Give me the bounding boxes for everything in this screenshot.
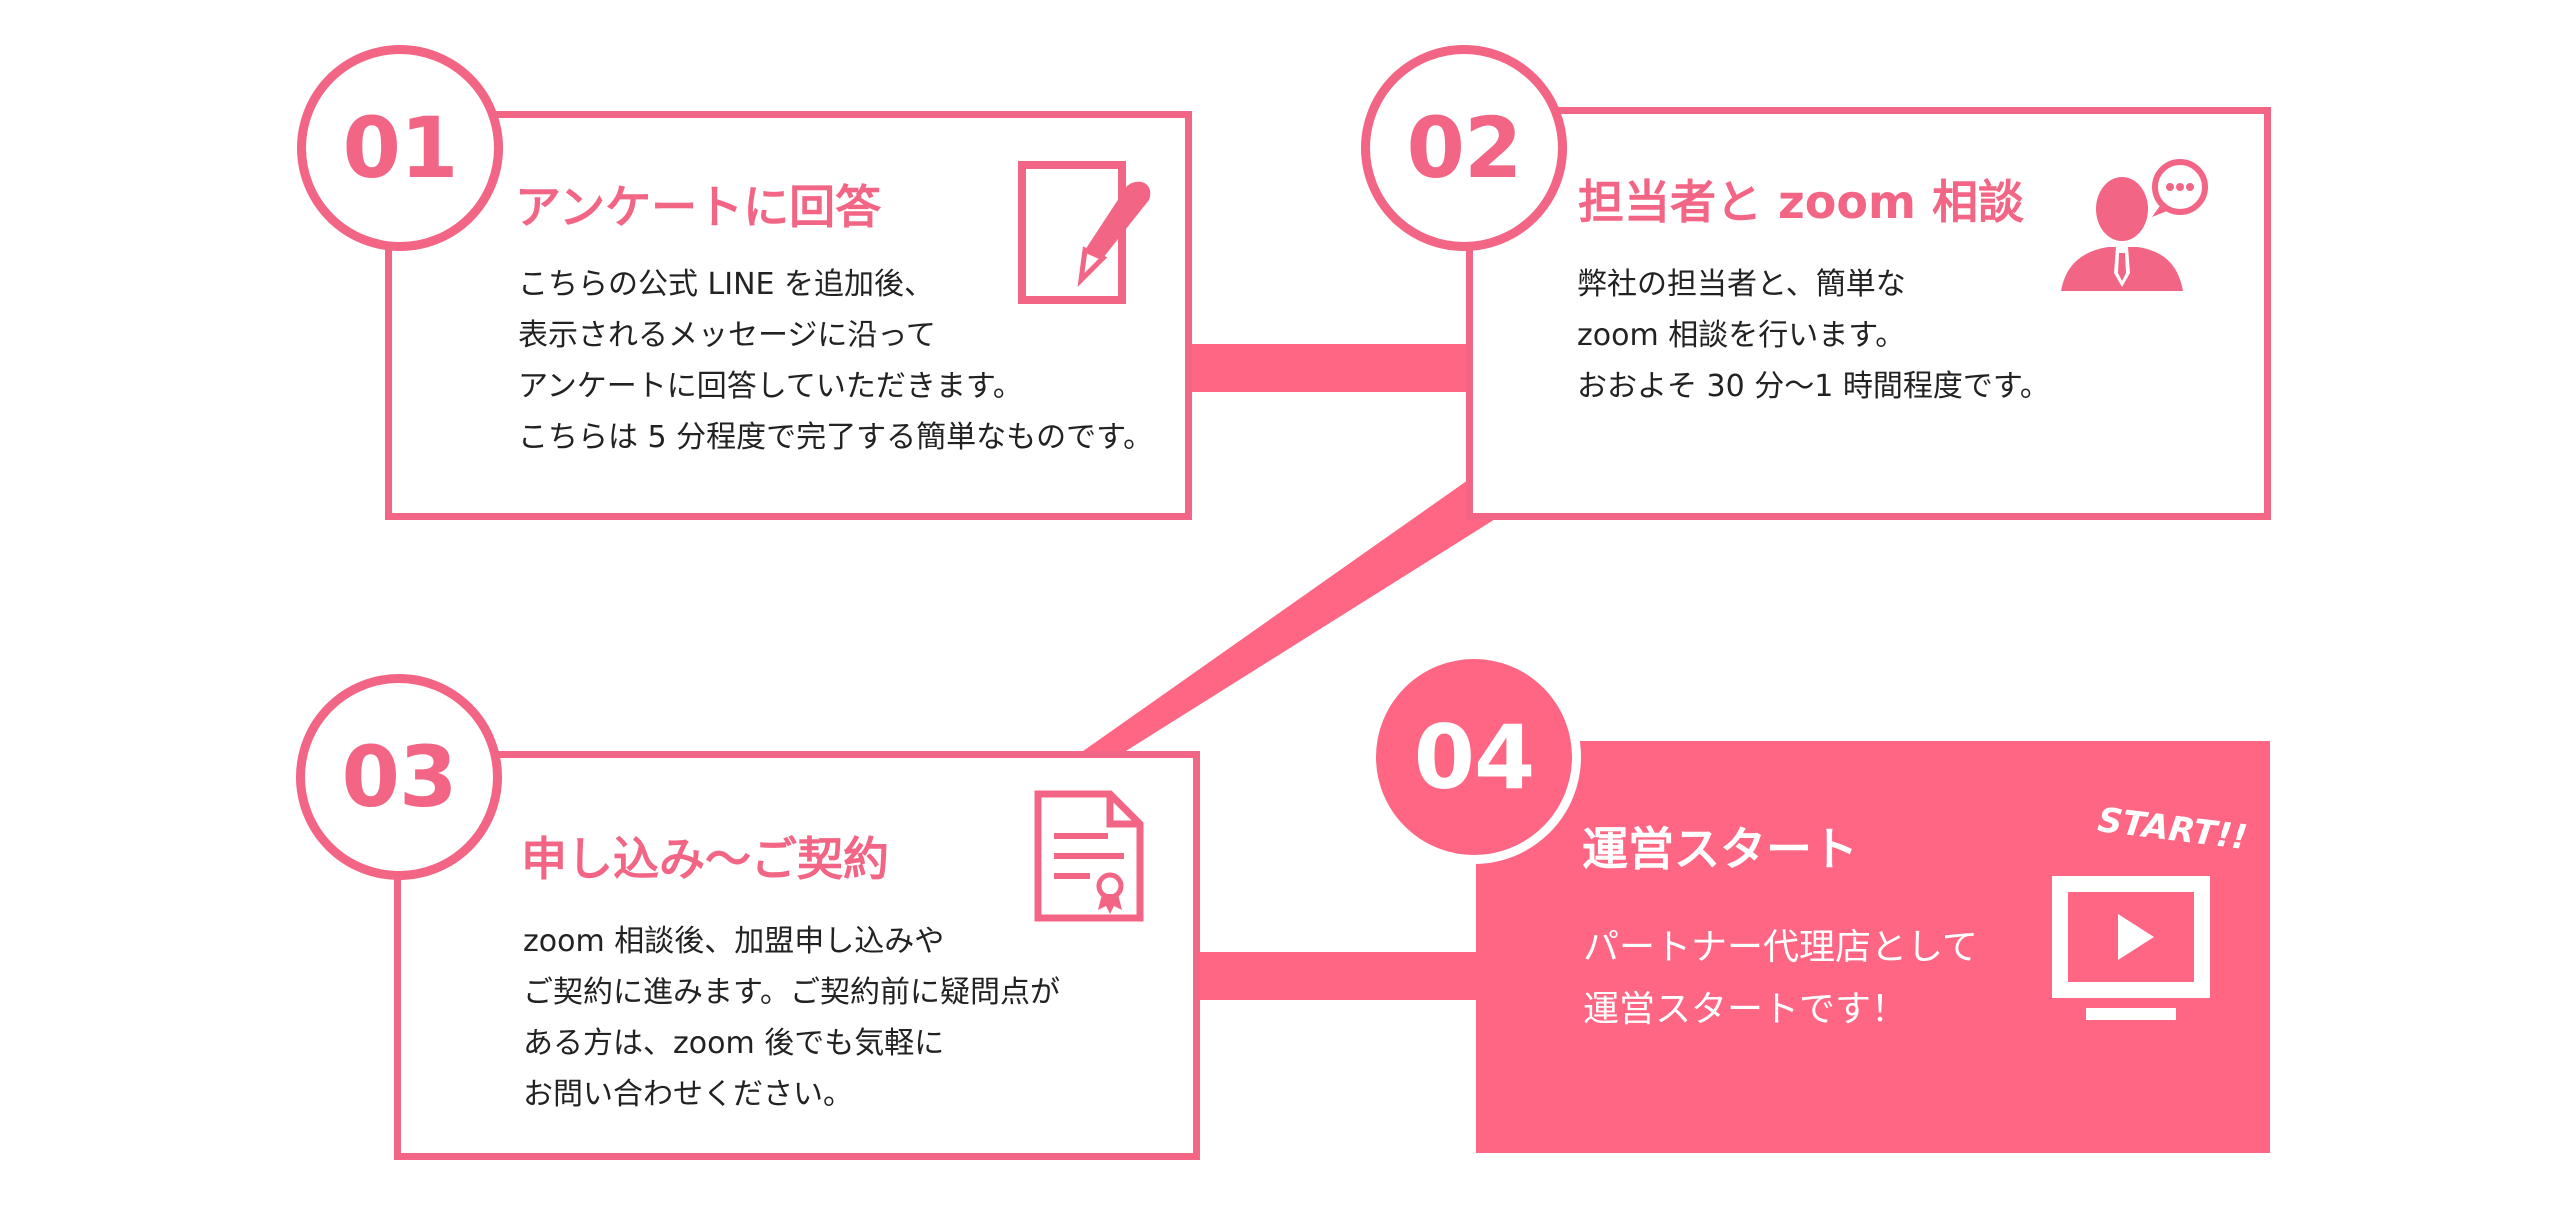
step-02-card — [1466, 107, 2271, 520]
step-01-line-4: こちらは 5 分程度で完了する簡単なものです。 — [518, 420, 1154, 455]
step-04-title: 運営スタート — [1582, 822, 1858, 876]
step-01-line-3: アンケートに回答していただきます。 — [518, 369, 1023, 404]
step-02-title: 担当者と zoom 相談 — [1578, 175, 2024, 229]
step-01-number-badge: 01 — [297, 45, 503, 251]
connector-01-02 — [1186, 344, 1472, 392]
monitor-play-icon — [2052, 876, 2210, 1020]
step-04-number-badge: 04 — [1367, 650, 1581, 864]
connector-03-04 — [1194, 952, 1479, 1000]
step-03-number-badge: 03 — [296, 674, 502, 880]
contract-certificate-icon — [1034, 790, 1144, 922]
step-02-line-3: おおよそ 30 分〜1 時間程度です。 — [1577, 369, 2050, 404]
step-03-line-2: ご契約に進みます。ご契約前に疑問点が — [523, 975, 1060, 1010]
step-02-number-badge: 02 — [1361, 45, 1567, 251]
step-04-line-2: 運営スタートです！ — [1583, 989, 1908, 1030]
connector-02-03 — [1076, 480, 1500, 756]
document-pen-icon — [1018, 161, 1151, 304]
step-03-line-4: お問い合わせください。 — [523, 1077, 853, 1112]
step-03-line-3: ある方は、zoom 後でも気軽に — [523, 1026, 945, 1061]
step-01-card — [385, 111, 1192, 520]
step-03-description: zoom 相談後、加盟申し込みや ご契約に進みます。ご契約前に疑問点が ある方は… — [523, 916, 1060, 1120]
step-03-line-1: zoom 相談後、加盟申し込みや — [523, 924, 945, 959]
step-01-description: こちらの公式 LINE を追加後、 表示されるメッセージに沿って アンケートに回… — [518, 259, 1153, 463]
step-01-number: 01 — [342, 99, 459, 197]
step-01-line-2: 表示されるメッセージに沿って — [518, 318, 936, 353]
step-01-title: アンケートに回答 — [515, 180, 882, 234]
step-03-title: 申し込み〜ご契約 — [521, 832, 889, 886]
step-03-number: 03 — [341, 728, 458, 826]
consultant-speech-icon — [2061, 159, 2208, 291]
step-04-description: パートナー代理店として 運営スタートです！ — [1583, 917, 1978, 1041]
step-02-description: 弊社の担当者と、簡単な zoom 相談を行います。 おおよそ 30 分〜1 時間… — [1577, 259, 2050, 412]
step-04-number: 04 — [1413, 705, 1535, 809]
step-02-line-1: 弊社の担当者と、簡単な — [1577, 267, 1906, 302]
step-02-number: 02 — [1406, 99, 1523, 197]
step-04-line-1: パートナー代理店として — [1583, 927, 1978, 968]
step-03-card — [394, 751, 1200, 1160]
step-01-line-1: こちらの公式 LINE を追加後、 — [518, 267, 935, 302]
step-02-line-2: zoom 相談を行います。 — [1577, 318, 1906, 353]
